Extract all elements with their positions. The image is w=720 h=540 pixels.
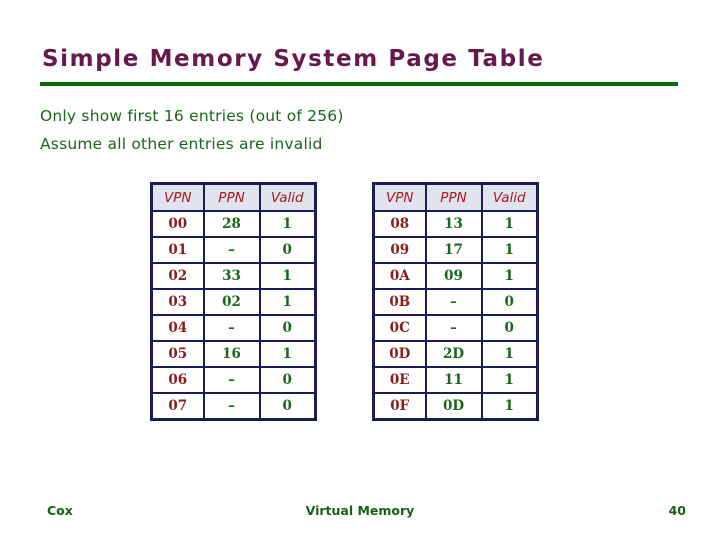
- vpn-cell: 0C: [372, 314, 427, 342]
- valid-cell: 0: [480, 314, 539, 342]
- footer-section-title: Virtual Memory: [305, 503, 415, 518]
- valid-cell: 1: [480, 236, 539, 264]
- table-row: 0C–0: [372, 314, 539, 342]
- ppn-cell: 11: [424, 366, 483, 394]
- ppn-cell: 02: [202, 288, 261, 316]
- column-header-vpn: VPN: [372, 182, 427, 212]
- vpn-cell: 00: [150, 210, 205, 238]
- table-row: 01–0: [150, 236, 317, 264]
- vpn-cell: 04: [150, 314, 205, 342]
- vpn-cell: 08: [372, 210, 427, 238]
- vpn-cell: 0E: [372, 366, 427, 394]
- column-header-vpn: VPN: [150, 182, 205, 212]
- table-row: 04–0: [150, 314, 317, 342]
- vpn-cell: 0B: [372, 288, 427, 316]
- ppn-cell: –: [424, 314, 483, 342]
- table-row: 06–0: [150, 366, 317, 394]
- table-row: 07–0: [150, 392, 317, 421]
- ppn-cell: –: [202, 314, 261, 342]
- vpn-cell: 07: [150, 392, 205, 421]
- ppn-cell: 16: [202, 340, 261, 368]
- ppn-cell: 09: [424, 262, 483, 290]
- valid-cell: 1: [258, 288, 317, 316]
- slide-subtitle: Only show first 16 entries (out of 256) …: [40, 102, 344, 158]
- vpn-cell: 0A: [372, 262, 427, 290]
- valid-cell: 0: [258, 366, 317, 394]
- column-header-valid: Valid: [480, 182, 539, 212]
- ppn-cell: 17: [424, 236, 483, 264]
- footer-author: Cox: [47, 503, 73, 518]
- ppn-cell: –: [202, 366, 261, 394]
- vpn-cell: 03: [150, 288, 205, 316]
- valid-cell: 1: [480, 366, 539, 394]
- valid-cell: 1: [258, 262, 317, 290]
- ppn-cell: –: [424, 288, 483, 316]
- vpn-cell: 01: [150, 236, 205, 264]
- valid-cell: 0: [258, 314, 317, 342]
- table-row: 0B–0: [372, 288, 539, 316]
- valid-cell: 1: [480, 262, 539, 290]
- valid-cell: 0: [480, 288, 539, 316]
- vpn-cell: 05: [150, 340, 205, 368]
- ppn-cell: –: [202, 236, 261, 264]
- column-header-valid: Valid: [258, 182, 317, 212]
- ppn-cell: 28: [202, 210, 261, 238]
- valid-cell: 1: [258, 340, 317, 368]
- ppn-cell: 2D: [424, 340, 483, 368]
- ppn-cell: 33: [202, 262, 261, 290]
- valid-cell: 1: [480, 392, 539, 421]
- footer-page-number: 40: [668, 503, 686, 518]
- valid-cell: 1: [258, 210, 317, 238]
- valid-cell: 0: [258, 392, 317, 421]
- vpn-cell: 0F: [372, 392, 427, 421]
- valid-cell: 1: [480, 210, 539, 238]
- ppn-cell: –: [202, 392, 261, 421]
- vpn-cell: 09: [372, 236, 427, 264]
- valid-cell: 1: [480, 340, 539, 368]
- column-header-ppn: PPN: [424, 182, 483, 212]
- valid-cell: 0: [258, 236, 317, 264]
- subtitle-line-2: Assume all other entries are invalid: [40, 135, 323, 153]
- title-underline-rule: [40, 82, 678, 86]
- vpn-cell: 06: [150, 366, 205, 394]
- ppn-cell: 0D: [424, 392, 483, 421]
- slide-title: Simple Memory System Page Table: [42, 46, 545, 72]
- column-header-ppn: PPN: [202, 182, 261, 212]
- vpn-cell: 0D: [372, 340, 427, 368]
- subtitle-line-1: Only show first 16 entries (out of 256): [40, 107, 344, 125]
- ppn-cell: 13: [424, 210, 483, 238]
- vpn-cell: 02: [150, 262, 205, 290]
